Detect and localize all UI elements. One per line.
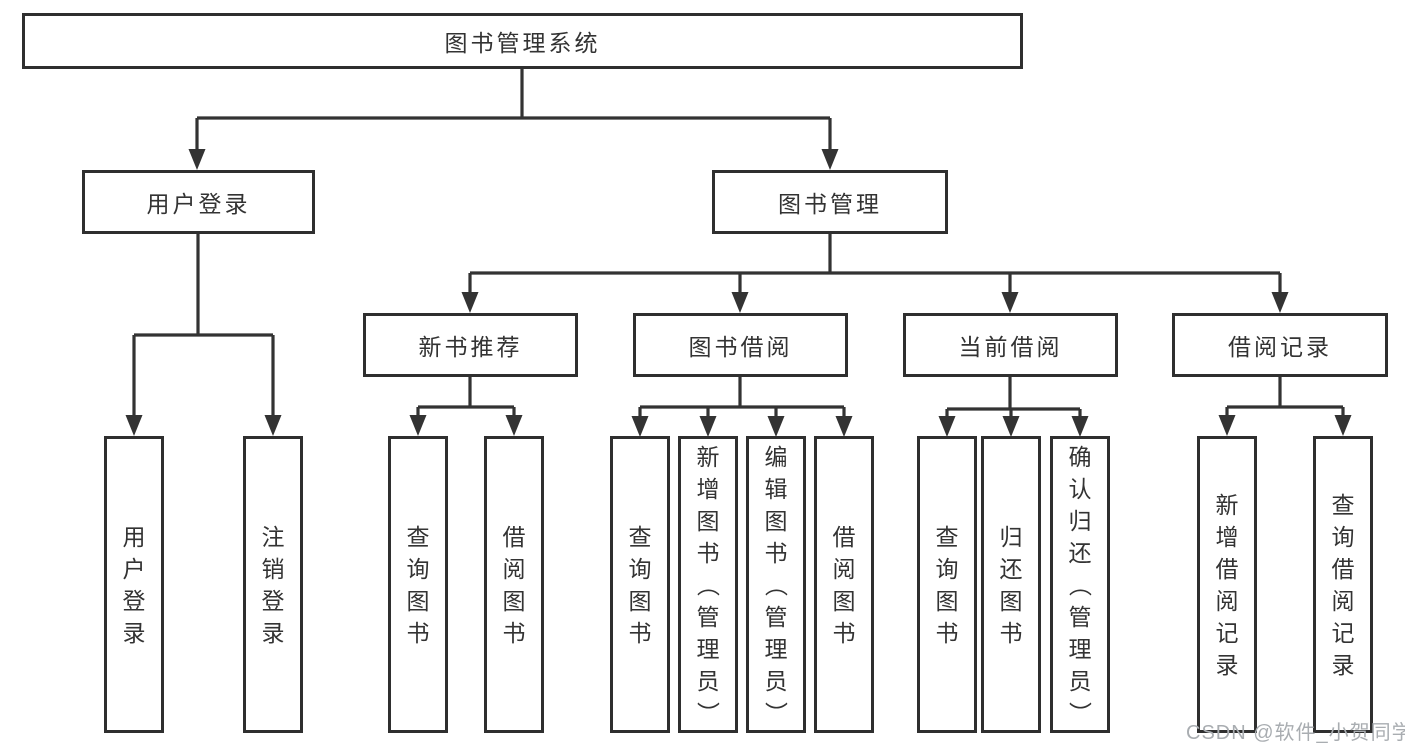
arrowhead (731, 292, 749, 313)
node-current-borrow: 当前借阅 (903, 313, 1118, 377)
arrowhead (264, 415, 282, 436)
leaf-edit-books-admin: 编辑图书（管理员） (746, 436, 806, 733)
node-book-management: 图书管理 (712, 170, 948, 234)
node-user-login: 用户登录 (82, 170, 315, 234)
arrowhead (938, 416, 956, 437)
arrowhead (1071, 416, 1089, 437)
arrowhead (1334, 415, 1352, 436)
arrowhead (821, 149, 839, 170)
node-root-system: 图书管理系统 (22, 13, 1023, 69)
leaf-user-login: 用户登录 (104, 436, 164, 733)
arrowhead (1218, 415, 1236, 436)
leaf-add-borrow-record: 新增借阅记录 (1197, 436, 1257, 733)
node-borrow-records: 借阅记录 (1172, 313, 1388, 377)
leaf-return-books: 归还图书 (981, 436, 1041, 733)
arrowhead (188, 149, 206, 170)
leaf-borrow-books-recommend: 借阅图书 (484, 436, 544, 733)
leaf-confirm-return-admin: 确认归还（管理员） (1050, 436, 1110, 733)
arrowhead (699, 416, 717, 437)
arrowhead (631, 416, 649, 437)
leaf-query-books-recommend: 查询图书 (388, 436, 448, 733)
leaf-logout: 注销登录 (243, 436, 303, 733)
arrowhead (409, 415, 427, 436)
arrowhead (767, 416, 785, 437)
node-book-borrow: 图书借阅 (633, 313, 848, 377)
arrowhead (505, 415, 523, 436)
arrowhead (835, 416, 853, 437)
leaf-query-books-borrow: 查询图书 (610, 436, 670, 733)
arrowhead (461, 292, 479, 313)
node-new-book-recommend: 新书推荐 (363, 313, 578, 377)
watermark: CSDN @软件_小贺同学 (1186, 722, 1405, 744)
leaf-query-borrow-record: 查询借阅记录 (1313, 436, 1373, 733)
arrowhead (1002, 416, 1020, 437)
leaf-query-books-current: 查询图书 (917, 436, 977, 733)
leaf-borrow-books: 借阅图书 (814, 436, 874, 733)
arrowhead (125, 415, 143, 436)
arrowhead (1001, 292, 1019, 313)
arrowhead (1271, 292, 1289, 313)
leaf-add-books-admin: 新增图书（管理员） (678, 436, 738, 733)
